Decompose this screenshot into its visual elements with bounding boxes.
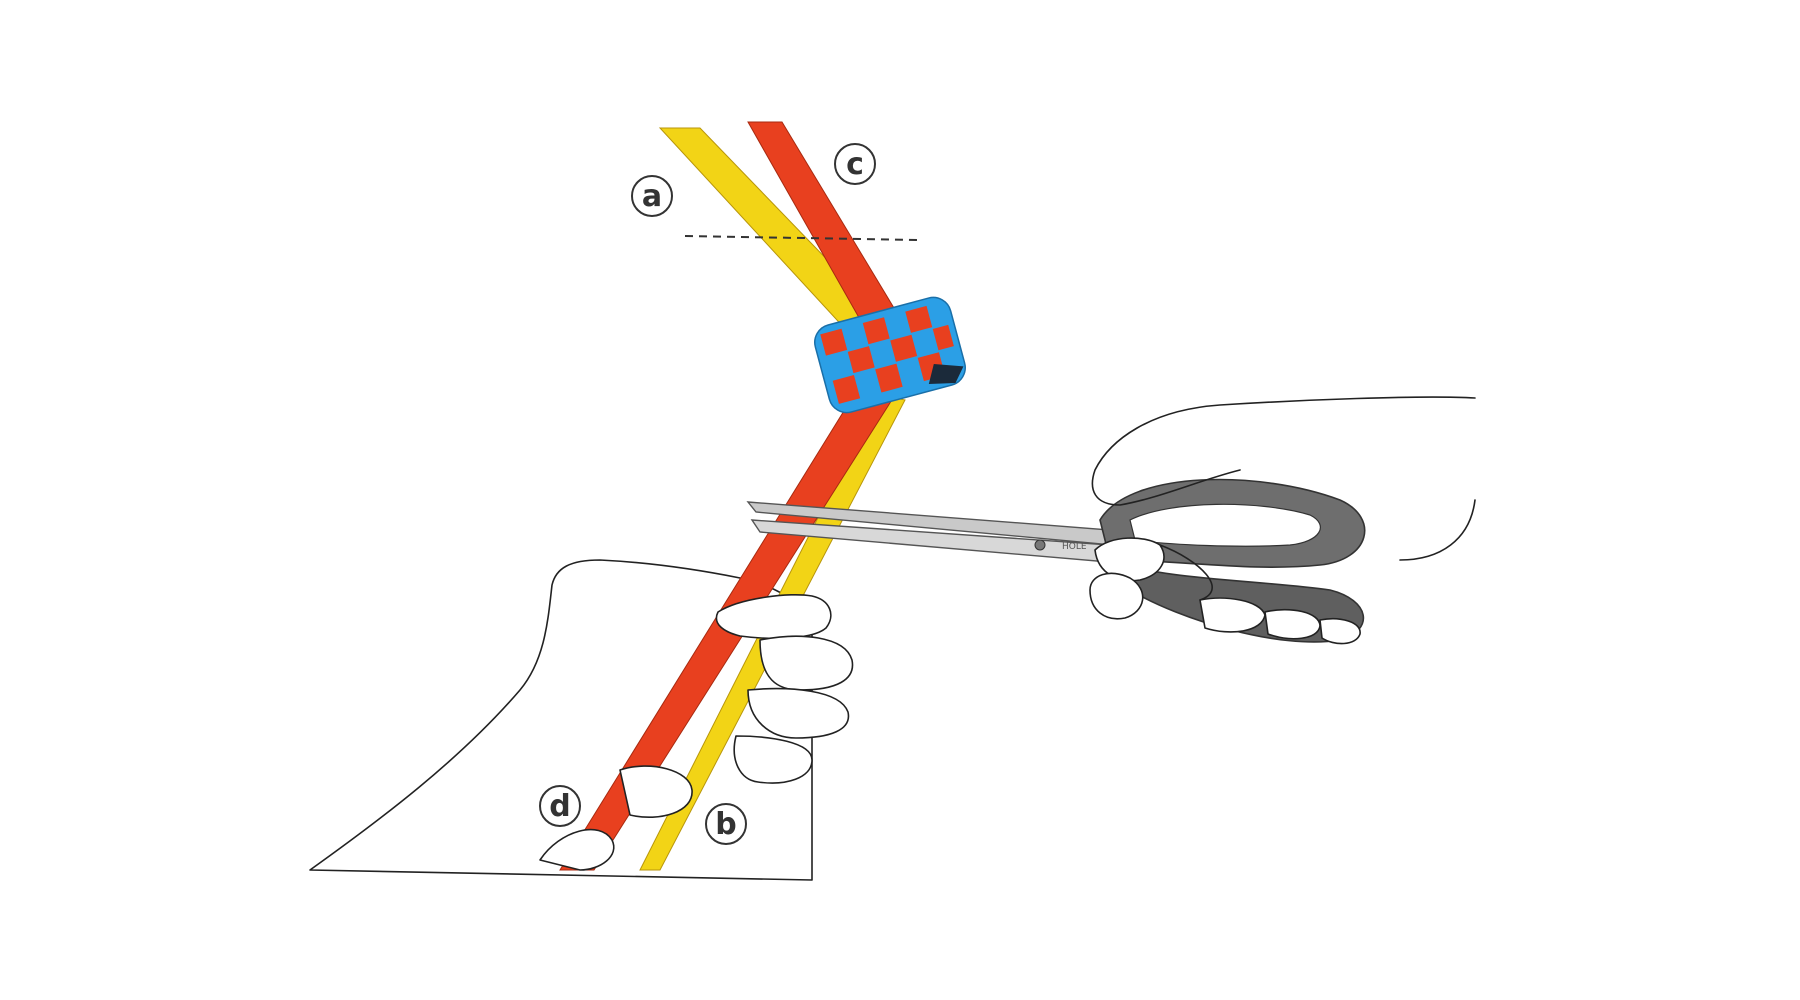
label-b: b [705,803,747,845]
woven-knot-icon [814,296,966,414]
label-c: c [834,143,876,185]
label-d: d [539,785,581,827]
svg-text:d: d [549,789,570,824]
svg-text:a: a [642,179,662,214]
svg-text:b: b [715,807,736,842]
left-hand-fingers [539,593,854,871]
right-hand-icon [1089,396,1476,645]
scissors-brand-text: HOLE [1062,542,1087,552]
label-a: a [631,175,673,217]
svg-text:c: c [846,147,864,182]
cut-line-dashed [684,235,919,241]
